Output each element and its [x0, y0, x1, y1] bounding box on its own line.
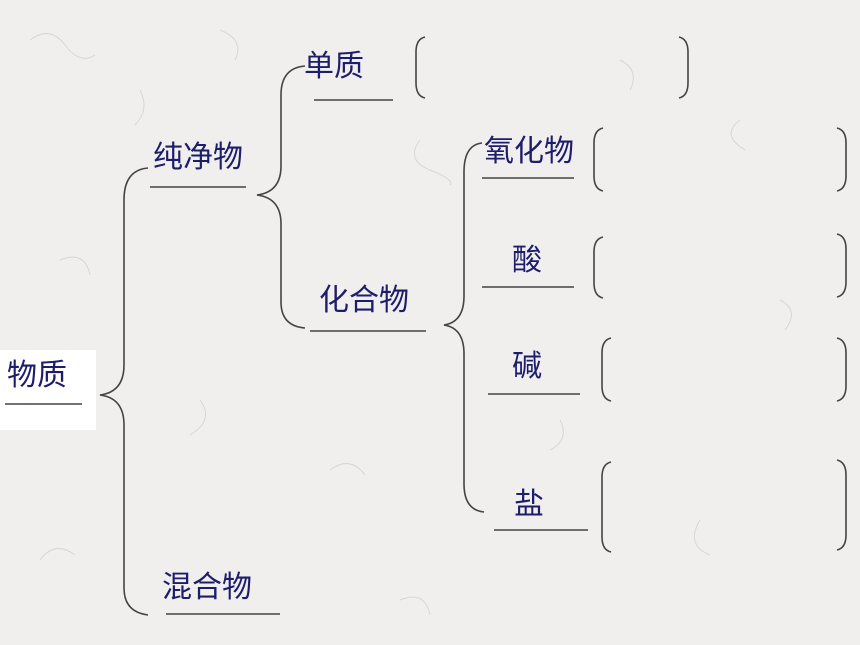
- pure-brace: [256, 65, 306, 329]
- salt-label: 盐: [514, 487, 544, 522]
- salt-bracket-left: [601, 461, 612, 553]
- acid-label: 酸: [512, 243, 542, 278]
- base-bracket-right: [836, 337, 847, 402]
- compound-label: 化合物: [319, 283, 409, 318]
- underlines: [5, 99, 588, 615]
- element-bracket-left: [415, 36, 426, 99]
- acid-bracket-left: [593, 236, 604, 299]
- compound-brace: [443, 142, 485, 513]
- element-label: 单质: [304, 49, 364, 84]
- salt-bracket-right: [836, 459, 847, 551]
- acid-bracket-right: [836, 233, 847, 298]
- oxide-bracket-right: [836, 127, 847, 192]
- paper-texture: [29, 29, 792, 616]
- base-bracket-left: [601, 337, 612, 402]
- root-label-background: [0, 350, 96, 430]
- root-brace: [99, 167, 149, 616]
- base-label: 碱: [512, 349, 542, 384]
- root-label: 物质: [7, 358, 67, 393]
- oxide-label: 氧化物: [484, 134, 574, 169]
- oxide-bracket-left: [593, 127, 604, 192]
- braces: [99, 36, 847, 616]
- pure-substance-label: 纯净物: [153, 140, 243, 175]
- mixture-label: 混合物: [162, 570, 252, 605]
- element-bracket-right: [678, 36, 689, 99]
